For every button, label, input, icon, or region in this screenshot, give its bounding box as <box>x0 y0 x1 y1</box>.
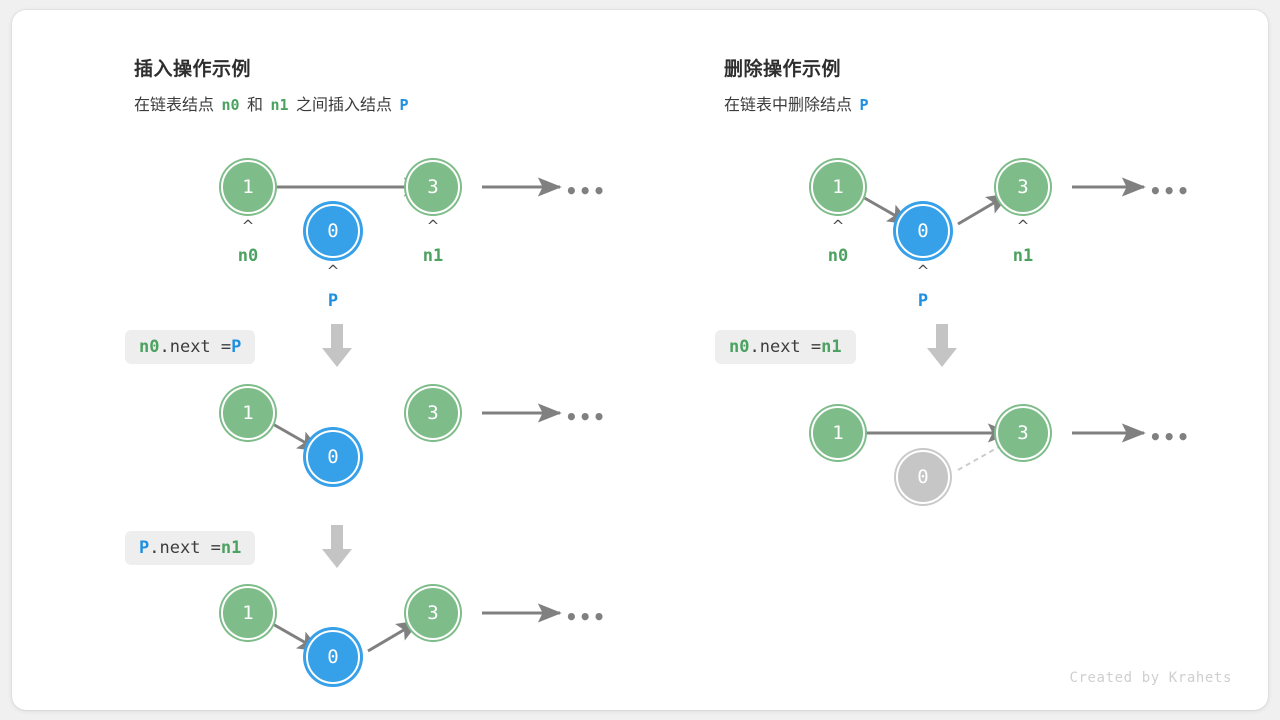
caret-icon: ^ <box>831 217 845 235</box>
node-value: 1 <box>811 160 865 214</box>
node-value: 0 <box>896 204 950 258</box>
pointer-label-p: P <box>327 291 339 311</box>
code-token-n0: n0 <box>139 337 160 357</box>
node-value: 3 <box>996 160 1050 214</box>
caret-icon: ^ <box>916 262 930 280</box>
code-token-next: .next = <box>749 337 822 357</box>
edge-del-dangling-dashed <box>957 439 1013 471</box>
pointer-label-n1: n1 <box>1012 246 1034 266</box>
code-token-next: .next = <box>159 337 232 357</box>
pointer-label-n0: n0 <box>237 246 259 266</box>
node-value: 0 <box>306 430 360 484</box>
code-chip-p-next-n1: P.next = n1 <box>125 531 256 565</box>
node-value: 3 <box>996 406 1050 460</box>
subtitle-token-n0: n0 <box>221 96 240 114</box>
down-arrow-icon <box>322 525 352 568</box>
code-token-n0: n0 <box>729 337 750 357</box>
diagram-card: 插入操作示例 在链表结点 n0 和 n1 之间插入结点 P <box>12 10 1268 710</box>
pointer-label-p: P <box>917 291 929 311</box>
down-arrow-icon <box>927 324 957 367</box>
node-value: 3 <box>406 386 460 440</box>
code-chip-n0-next-p: n0.next = P <box>125 330 256 364</box>
tail-ellipsis: ••• <box>1149 179 1191 203</box>
node-value: 1 <box>221 160 275 214</box>
subtitle-token-n1: n1 <box>270 96 289 114</box>
caret-icon: ^ <box>326 262 340 280</box>
insert-stage: 1 0 3 ^ n0 ^ P ^ n1 ••• n0.next = P 1 <box>116 10 696 710</box>
subtitle-token-p: P <box>859 96 869 114</box>
node-value: 1 <box>221 386 275 440</box>
tail-ellipsis: ••• <box>565 179 607 203</box>
subtitle-text-1: 在链表结点 <box>134 97 215 114</box>
node-value: 3 <box>406 160 460 214</box>
code-token-p: P <box>231 337 242 357</box>
code-chip-n0-next-n1: n0.next = n1 <box>715 330 856 364</box>
watermark: Created by Krahets <box>1069 670 1232 686</box>
caret-icon: ^ <box>426 217 440 235</box>
node-value-deleted: 0 <box>896 450 950 504</box>
pointer-label-n0: n0 <box>827 246 849 266</box>
node-value: 0 <box>306 630 360 684</box>
subtitle-text-3: 之间插入结点 <box>295 97 392 114</box>
node-value: 1 <box>811 406 865 460</box>
node-value: 1 <box>221 586 275 640</box>
subtitle-token-p: P <box>399 96 409 114</box>
panel-insert-title: 插入操作示例 <box>134 59 252 80</box>
code-token-n1: n1 <box>220 538 242 558</box>
pointer-label-n1: n1 <box>422 246 444 266</box>
subtitle-text-1: 在链表中删除结点 <box>724 97 853 114</box>
panel-insert-subtitle: 在链表结点 n0 和 n1 之间插入结点 P <box>134 91 411 115</box>
caret-icon: ^ <box>241 217 255 235</box>
panel-delete: 删除操作示例 在链表中删除结点 P <box>706 10 1266 710</box>
tail-ellipsis: ••• <box>1149 425 1191 449</box>
node-value: 0 <box>306 204 360 258</box>
panel-delete-subtitle: 在链表中删除结点 P <box>724 91 872 115</box>
caret-icon: ^ <box>1016 217 1030 235</box>
code-token-n1: n1 <box>821 337 842 357</box>
panel-insert: 插入操作示例 在链表结点 n0 和 n1 之间插入结点 P <box>116 10 696 710</box>
tail-ellipsis: ••• <box>565 605 607 629</box>
code-token-p: P <box>139 538 150 558</box>
down-arrow-icon <box>322 324 352 367</box>
subtitle-text-2: 和 <box>246 97 263 114</box>
panel-delete-title: 删除操作示例 <box>724 59 842 80</box>
node-value: 3 <box>406 586 460 640</box>
code-token-next: .next = <box>149 538 221 558</box>
delete-stage: 1 0 3 ^ n0 ^ P ^ n1 ••• n0.next = n1 1 <box>706 10 1266 710</box>
tail-ellipsis: ••• <box>565 405 607 429</box>
